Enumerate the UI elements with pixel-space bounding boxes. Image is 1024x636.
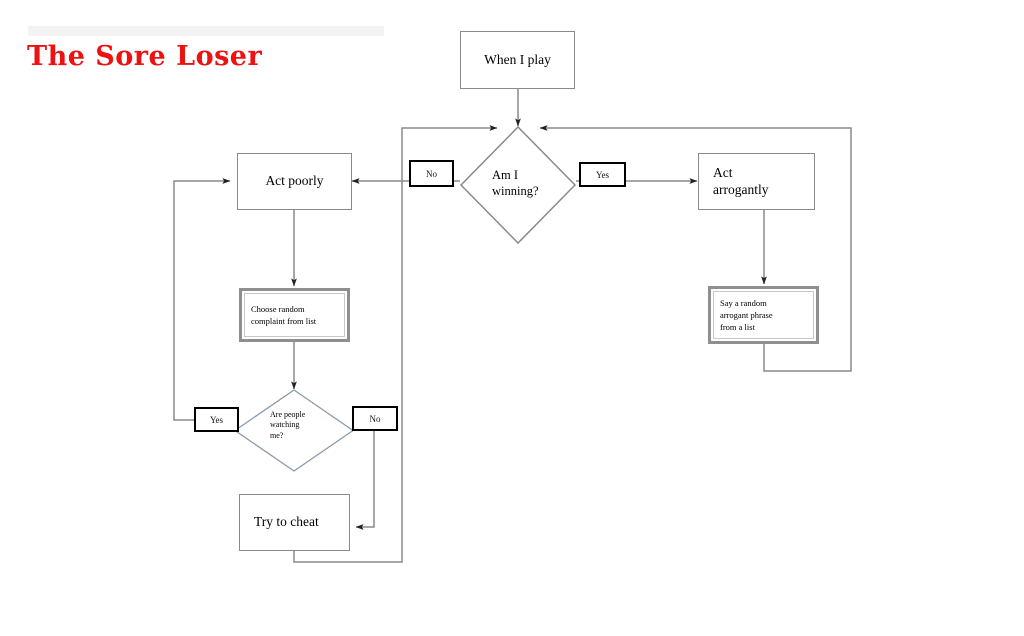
node-say-random-arrogant-phrase-line3: from a list xyxy=(720,322,755,333)
edge-label-watching-no[interactable]: No xyxy=(352,406,398,431)
edge-label-winning-no-text: No xyxy=(426,168,437,179)
edge-label-winning-yes[interactable]: Yes xyxy=(579,162,626,187)
edge-watching-no-to-cheat xyxy=(355,431,375,530)
node-are-people-watching-me-line1: Are people xyxy=(270,410,306,419)
edge-label-watching-yes-text: Yes xyxy=(209,414,224,425)
node-try-to-cheat[interactable]: Try to cheat xyxy=(239,494,350,551)
page-title: The Sore Loser xyxy=(27,41,263,72)
node-when-i-play-label: When I play xyxy=(484,51,551,67)
node-choose-random-complaint-label: Choose random complaint from list xyxy=(251,303,316,328)
edge-label-watching-no-text: No xyxy=(369,413,381,424)
edge-label-watching-yes[interactable]: Yes xyxy=(194,407,239,432)
node-when-i-play[interactable]: When I play xyxy=(460,31,575,89)
node-act-poorly[interactable]: Act poorly xyxy=(237,153,352,210)
edge-phrase-to-winning xyxy=(539,125,852,372)
node-are-people-watching-me-label: Are people watching me? xyxy=(270,410,305,441)
node-act-arrogantly-line1: Act xyxy=(713,164,733,180)
node-am-i-winning-line2: winning? xyxy=(492,184,539,199)
node-say-random-arrogant-phrase-label: Say a random arrogant phrase from a list xyxy=(720,297,773,334)
node-act-arrogantly-line2: arrogantly xyxy=(713,181,769,197)
edge-watching-yes-to-act-poorly xyxy=(173,178,231,421)
edge-label-winning-no[interactable]: No xyxy=(409,160,454,187)
title-background-smudge xyxy=(28,26,384,36)
node-are-people-watching-me[interactable]: Are people watching me? xyxy=(233,389,355,472)
node-choose-random-complaint-line1: Choose random xyxy=(251,303,305,314)
node-am-i-winning-label: Am I winning? xyxy=(492,167,539,200)
edge-cheat-to-winning xyxy=(293,125,498,563)
diamond-shape xyxy=(233,389,355,472)
node-act-poorly-label: Act poorly xyxy=(265,173,324,189)
node-say-random-arrogant-phrase-line2: arrogant phrase xyxy=(720,309,773,320)
node-say-random-arrogant-phrase[interactable]: Say a random arrogant phrase from a list xyxy=(708,286,819,344)
node-am-i-winning-line1: Am I xyxy=(492,168,519,182)
node-am-i-winning[interactable]: Am I winning? xyxy=(459,125,577,245)
node-act-arrogantly-label: Act arrogantly xyxy=(713,165,768,199)
diamond-shape xyxy=(459,125,577,245)
node-act-arrogantly[interactable]: Act arrogantly xyxy=(698,153,815,210)
node-are-people-watching-me-line3: me? xyxy=(270,430,284,440)
node-try-to-cheat-label: Try to cheat xyxy=(254,514,319,530)
node-are-people-watching-me-line2: watching xyxy=(270,420,300,430)
node-say-random-arrogant-phrase-line1: Say a random xyxy=(720,297,767,308)
node-choose-random-complaint-line2: complaint from list xyxy=(251,316,317,326)
node-choose-random-complaint[interactable]: Choose random complaint from list xyxy=(239,288,350,342)
edge-label-winning-yes-text: Yes xyxy=(595,169,610,180)
